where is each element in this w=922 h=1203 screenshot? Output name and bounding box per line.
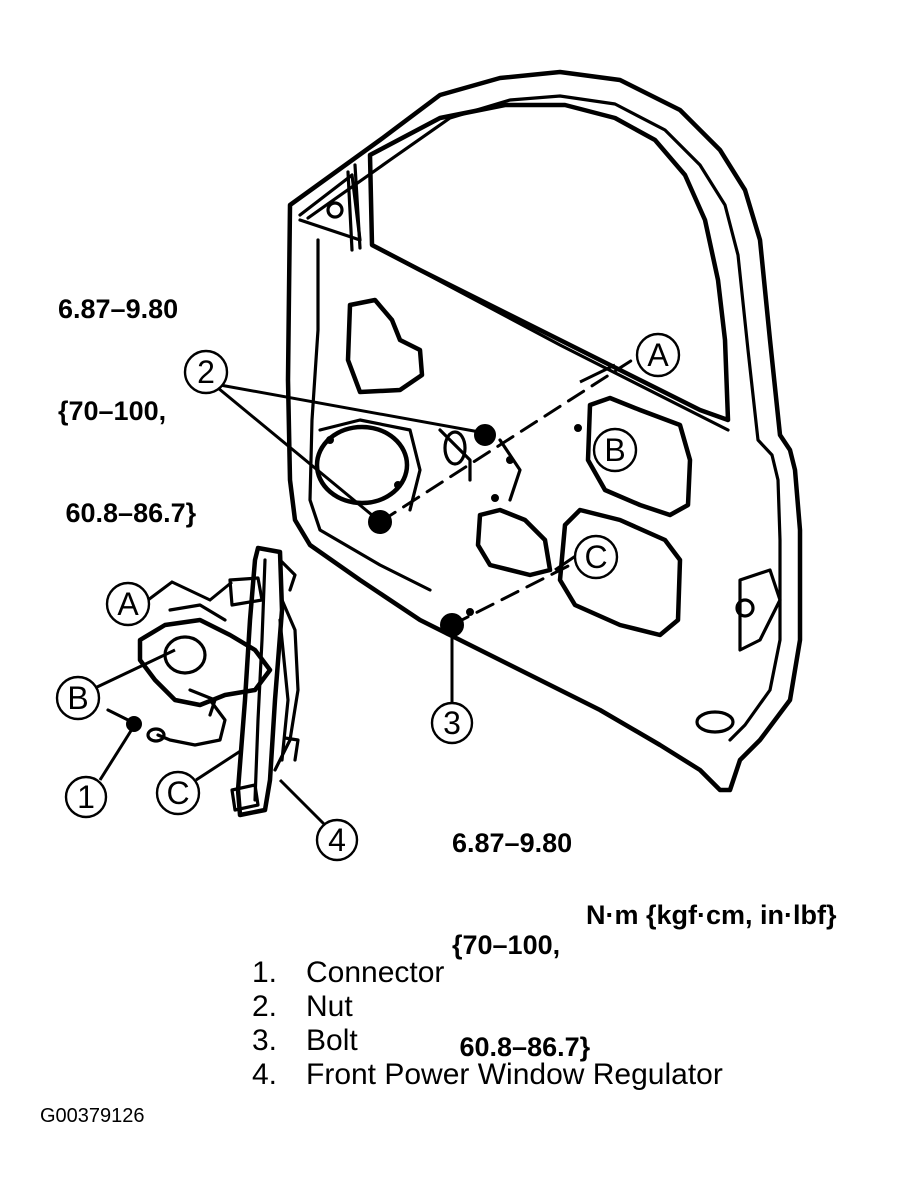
access-hole-upper (345, 297, 425, 395)
window-channel (346, 163, 730, 432)
speaker-housing (318, 418, 422, 512)
align-line-C (450, 558, 582, 627)
leader-2-upper (219, 383, 486, 435)
hinge-side (738, 568, 782, 652)
torque-unit-label: N·m {kgf·cm, in·lbf} (586, 900, 837, 930)
connector-plug (146, 727, 166, 743)
torque-spec-bolt: 6.87–9.80 {70–100, 60.8–86.7} (452, 758, 590, 1098)
torque-spec-nut-line2: {70–100, (58, 396, 167, 426)
legend-item-label: Connector (306, 956, 445, 989)
legend-item-number: 1. (252, 956, 278, 989)
access-hole-right-B (585, 395, 693, 518)
leader-A-regulator (147, 580, 233, 602)
regulator-cable (273, 598, 300, 772)
parts-legend: 1. Connector 2. Nut 3. Bolt 4. Front Pow… (252, 956, 723, 1092)
callout-C-regulator-text: C (166, 775, 189, 811)
torque-spec-bolt-line3: 60.8–86.7} (452, 1032, 591, 1062)
callout-A-regulator-text: A (117, 586, 139, 622)
window-regulator (106, 545, 300, 818)
panel-bracket (438, 428, 522, 502)
callout-4: 4 (315, 818, 359, 862)
leader-A-door (579, 363, 616, 384)
callout-2: 2 (183, 349, 229, 395)
torque-spec-bolt-line2: {70–100, (452, 930, 561, 960)
alignment-lines (378, 353, 642, 627)
connector-nut (126, 716, 142, 732)
callout-C-regulator: C (155, 770, 201, 816)
legend-item-label: Nut (306, 990, 353, 1023)
legend-item-number: 4. (252, 1058, 278, 1091)
callout-3-text: 3 (443, 705, 461, 741)
legend-item: 1. Connector (252, 956, 723, 990)
callout-3: 3 (430, 701, 474, 745)
panel-hole (443, 430, 467, 466)
panel-dots (326, 424, 582, 616)
leader-C-door (554, 553, 578, 572)
legend-item-number: 2. (252, 990, 278, 1023)
corner-bracket-hole (326, 201, 344, 219)
align-line-A (378, 353, 642, 524)
door-inner-frame (306, 94, 782, 742)
callout-2-text: 2 (197, 354, 215, 390)
window-opening (367, 102, 731, 423)
leader-2-lower (217, 386, 379, 522)
callout-C-door: C (573, 534, 619, 580)
torque-spec-bolt-line1: 6.87–9.80 (452, 828, 573, 858)
inner-panel-edge (308, 238, 432, 592)
speaker-opening (314, 424, 410, 506)
torque-spec-nut-line3: 60.8–86.7} (58, 498, 197, 528)
callout-B-regulator: B (55, 675, 101, 721)
callout-1-text: 1 (77, 779, 95, 815)
leader-4 (278, 778, 327, 827)
hinge-hole (735, 598, 755, 618)
regulator-bracket-bottom (230, 736, 300, 812)
access-hole-right-C (557, 507, 683, 638)
torque-spec-nut-line1: 6.87–9.80 (58, 294, 179, 324)
access-hole-center (475, 507, 553, 578)
callout-C-door-text: C (584, 539, 607, 575)
connector-screw (106, 708, 130, 722)
leader-lines (94, 363, 616, 827)
motor-housing (168, 603, 227, 717)
corner-bracket (298, 173, 362, 242)
lower-latch (695, 710, 735, 734)
leader-1 (98, 725, 136, 781)
callout-A-regulator: A (105, 581, 151, 627)
door-panel (285, 69, 803, 793)
legend-item: 2. Nut (252, 990, 723, 1024)
legend-item: 4. Front Power Window Regulator (252, 1058, 723, 1092)
door-outer-frame (285, 69, 803, 793)
callout-B-door: B (592, 427, 638, 473)
legend-item-label: Front Power Window Regulator (306, 1058, 723, 1091)
callout-B-regulator-text: B (67, 680, 88, 716)
nut-upper (474, 424, 496, 446)
regulator-bracket-top (228, 558, 297, 607)
leader-C-regulator (195, 748, 243, 782)
legend-item-label: Bolt (306, 1024, 358, 1057)
torque-spec-nut: 6.87–9.80 {70–100, 60.8–86.7} (58, 224, 196, 564)
leader-B-regulator (94, 648, 176, 690)
callout-A-door: A (635, 332, 681, 378)
callout-A-door-text: A (647, 337, 669, 373)
legend-item: 3. Bolt (252, 1024, 723, 1058)
callout-B-door-text: B (604, 432, 625, 468)
legend-item-number: 3. (252, 1024, 278, 1057)
callout-1: 1 (64, 775, 108, 819)
regulator-motor (137, 617, 273, 708)
figure-code: G00379126 (40, 1105, 145, 1127)
callout-4-text: 4 (328, 822, 346, 858)
motor-gear (163, 635, 207, 675)
wire-harness (156, 698, 227, 747)
